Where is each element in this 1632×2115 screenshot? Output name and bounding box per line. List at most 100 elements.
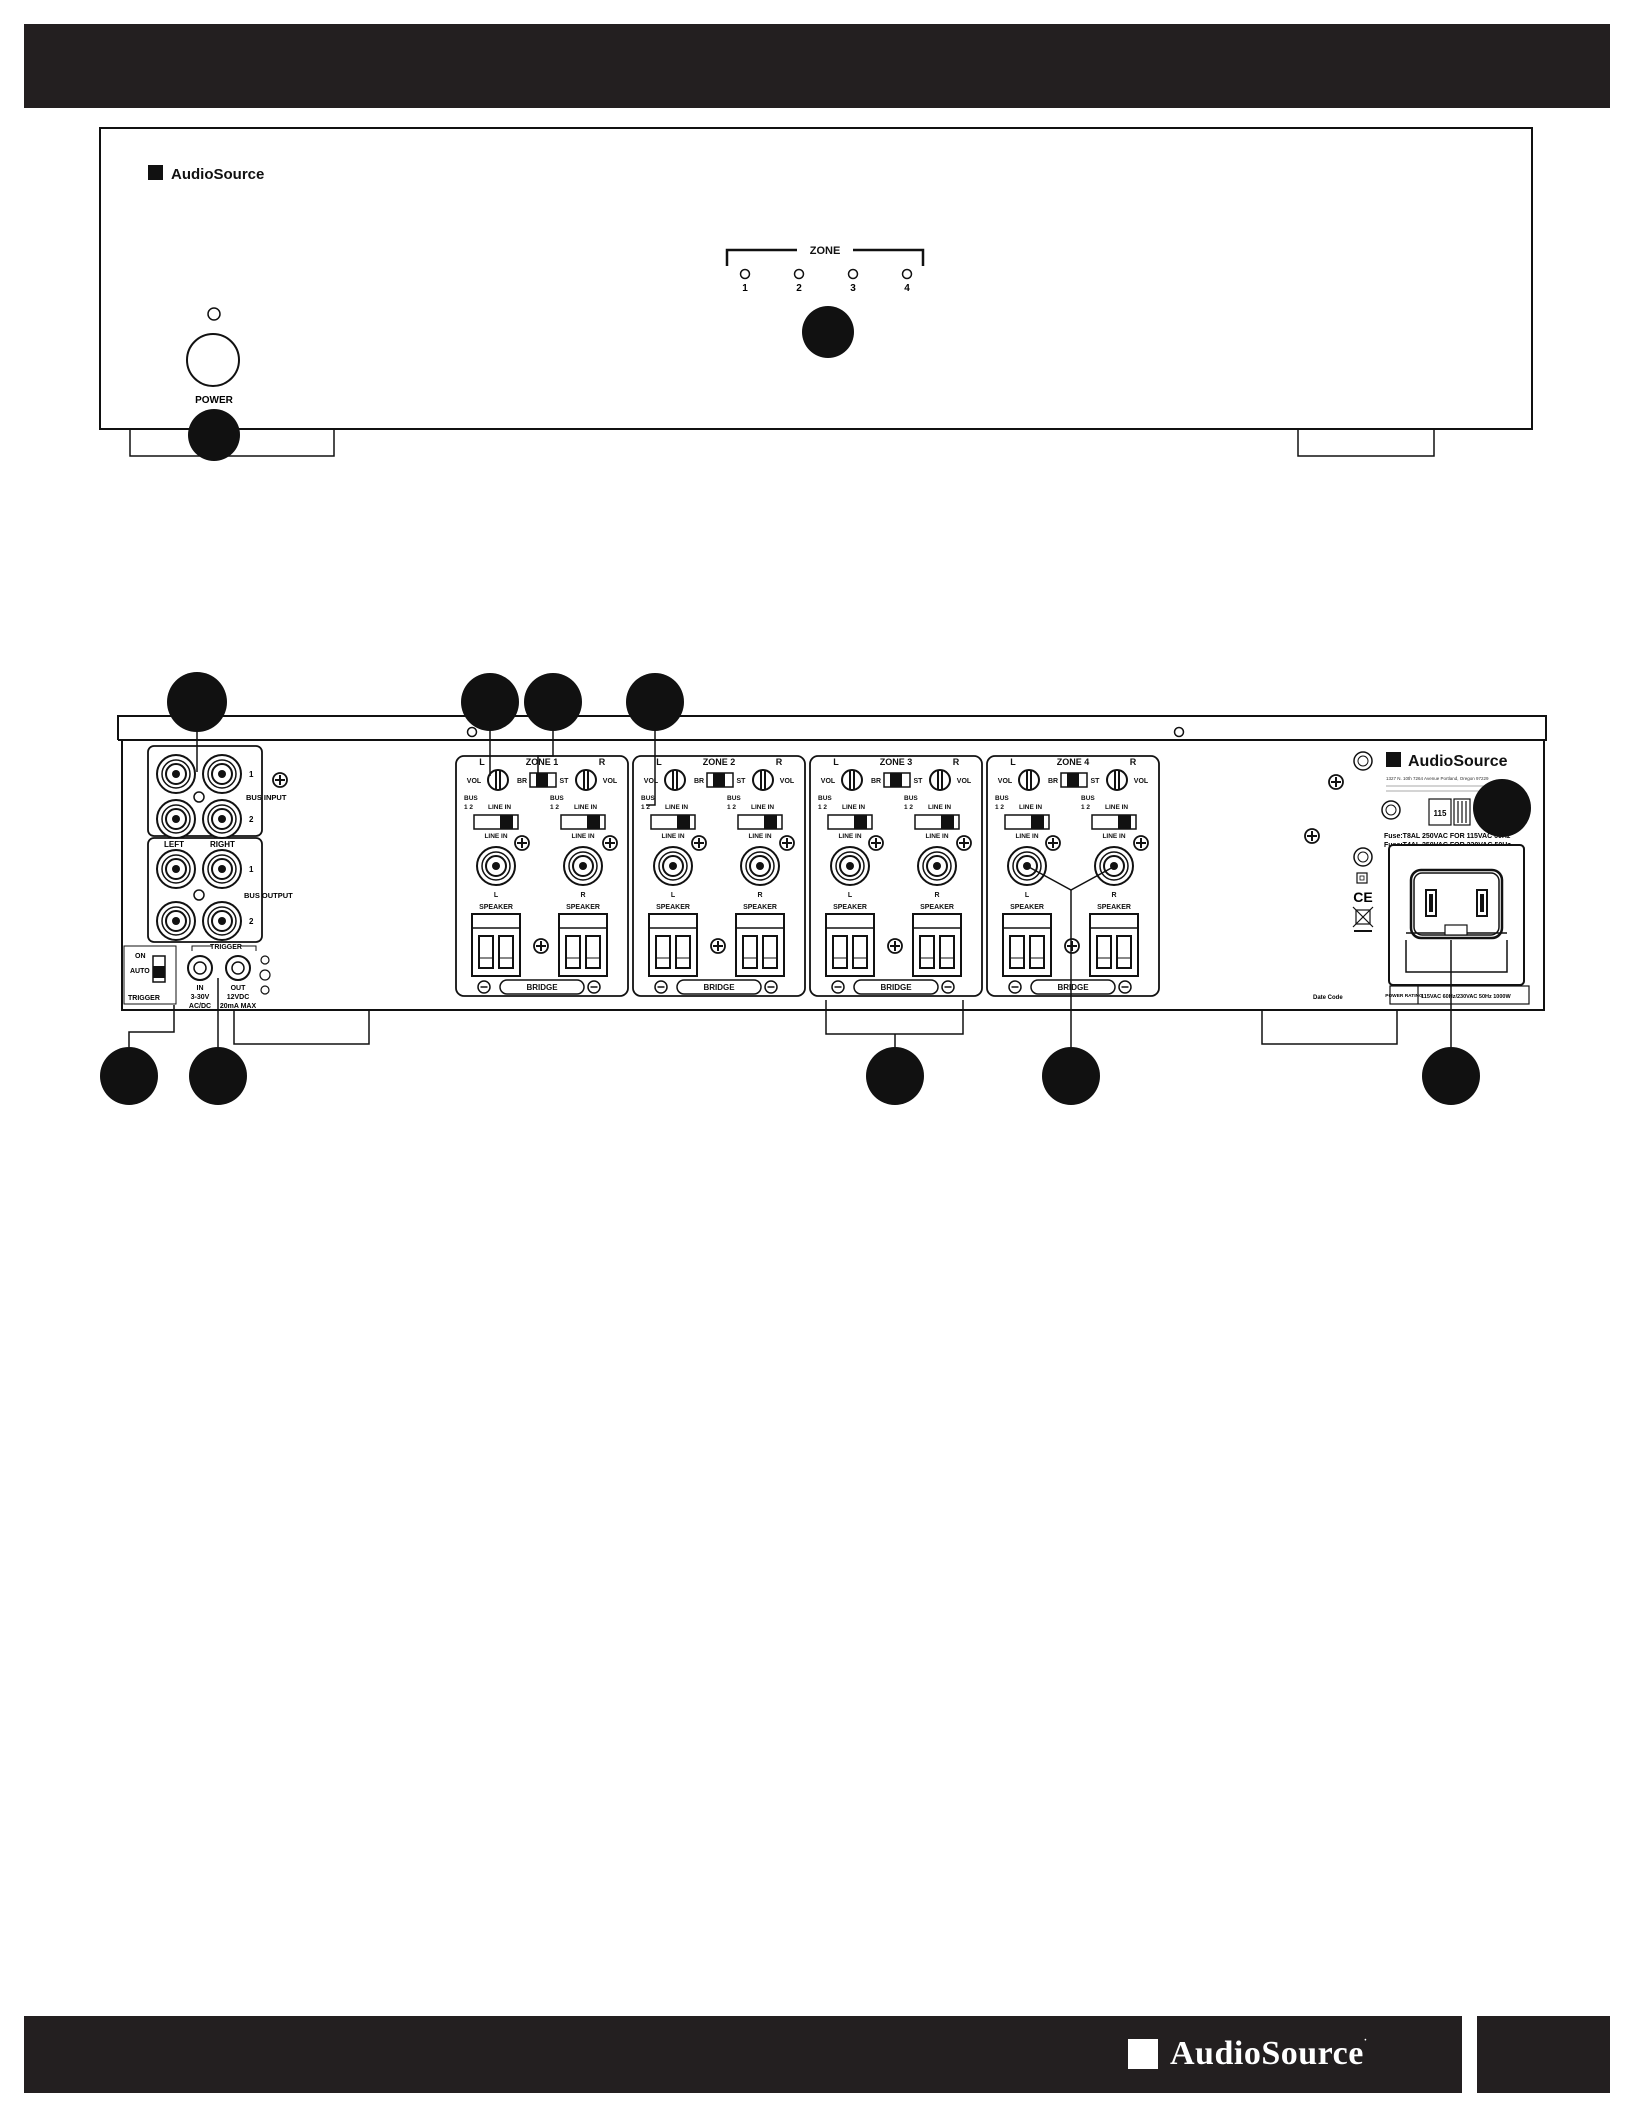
zone-4-module: ZONE 4	[987, 756, 1159, 996]
fuse-rating-115: Fuse:T8AL 250VAC FOR 115VAC 60Hz	[1384, 833, 1511, 840]
zone-indicator-title: ZONE	[810, 245, 841, 257]
zone-3-bus-label: BUS	[904, 795, 918, 802]
zone-3-bus-nums-label: 1 2	[818, 804, 827, 811]
zone-1-line-in-label: LINE IN	[571, 833, 594, 840]
iec-power-inlet[interactable]	[1409, 868, 1504, 940]
date-code-label: Date Code	[1313, 995, 1343, 1001]
bus-output-label: BUS OUTPUT	[244, 891, 293, 900]
zone-4-bus-label: BUS	[1081, 795, 1095, 802]
callout-power	[188, 409, 240, 461]
zone-3-module: ZONE 3	[810, 756, 982, 996]
zone-1-vol-label: VOL	[603, 778, 618, 785]
trigger-in-label: IN	[197, 985, 204, 992]
zone-3-speaker-label: SPEAKER	[920, 904, 954, 911]
zone-2-line-in-label: LINE IN	[665, 804, 688, 811]
zone-1-br-label: BR	[517, 778, 527, 785]
zone-3-label: 3	[850, 283, 856, 294]
zone-4-l-label: L	[1010, 757, 1016, 767]
trigger-in-spec: 3-30V	[191, 994, 210, 1001]
zone-1-line-in-label: LINE IN	[488, 804, 511, 811]
bus-input-2-left-jack[interactable]	[156, 799, 196, 839]
zone-4-vol-label: VOL	[1134, 778, 1149, 785]
zone-2-vol-label: VOL	[780, 778, 795, 785]
callout-zone-leds	[802, 306, 854, 358]
zone-1-module: ZONE 1	[456, 756, 628, 996]
bus-input-1-left-jack[interactable]	[156, 754, 196, 794]
footer-brand-name: AudioSource	[1170, 2035, 1364, 2072]
zone-4-line-in-label: LINE IN	[1105, 804, 1128, 811]
trigger-out-label: OUT	[231, 985, 247, 992]
rear-brand-logo	[1386, 752, 1401, 767]
zone-3-title: ZONE 3	[880, 757, 913, 767]
zone-4-line-in-label: LINE IN	[1102, 833, 1125, 840]
fuse-drawer[interactable]	[1405, 940, 1508, 973]
zone-2-line-in-label: LINE IN	[751, 804, 774, 811]
zone-4-label: 4	[904, 283, 910, 294]
footer-brand: AudioSource·	[1128, 2035, 1368, 2073]
zone-2-speaker-label: SPEAKER	[743, 904, 777, 911]
trigger-on-label: ON	[135, 953, 146, 960]
trigger-out-spec: 12VDC	[227, 994, 250, 1001]
brand-logo-square	[148, 165, 163, 180]
weee-icon	[1352, 906, 1374, 932]
page-number-box	[1477, 2016, 1610, 2093]
zone-2-bus-nums-label: 1 2	[641, 804, 650, 811]
zone-4-line-in-label: LINE IN	[1019, 804, 1042, 811]
zone-3-r-label: R	[953, 757, 960, 767]
zone-3-r-label: R	[934, 892, 939, 899]
zone-4-led	[901, 268, 913, 280]
zone-3-bridge-label: BRIDGE	[880, 983, 912, 992]
zone-3-vol-label: VOL	[821, 778, 836, 785]
bus-output-1-right-jack[interactable]	[202, 849, 242, 889]
power-led	[207, 307, 221, 321]
zone-1-line-in-label: LINE IN	[574, 804, 597, 811]
zone-4-bus-label: BUS	[995, 795, 1009, 802]
callout-markers	[100, 672, 1531, 1105]
zone-1-speaker-label: SPEAKER	[566, 904, 600, 911]
bus-output-1-left-jack[interactable]	[156, 849, 196, 889]
left-channel-label: LEFT	[164, 840, 184, 849]
bus-input-1-right-jack[interactable]	[202, 754, 242, 794]
bus-output-2-right-jack[interactable]	[202, 901, 242, 941]
zone-1-led	[739, 268, 751, 280]
bus-output-1-label: 1	[249, 865, 254, 874]
zone-3-bus-nums-label: 1 2	[904, 804, 913, 811]
rear-brand: AudioSource	[1408, 753, 1508, 770]
zone-2-bridge-label: BRIDGE	[703, 983, 735, 992]
zone-2-l-label: L	[656, 757, 662, 767]
zone-3-bus-label: BUS	[818, 795, 832, 802]
zone-2-speaker-label: SPEAKER	[656, 904, 690, 911]
bus-output-2-label: 2	[249, 917, 254, 926]
zone-3-line-in-label: LINE IN	[838, 833, 861, 840]
zone-3-line-in-label: LINE IN	[928, 804, 951, 811]
zone-2-bus-nums-label: 1 2	[727, 804, 736, 811]
zone-3-st-label: ST	[914, 778, 924, 785]
zone-1-bus-label: BUS	[550, 795, 564, 802]
zone-1-bridge-label: BRIDGE	[526, 983, 558, 992]
zone-1-title: ZONE 1	[526, 757, 559, 767]
zone-3-line-in-label: LINE IN	[842, 804, 865, 811]
zone-4-bus-nums-label: 1 2	[1081, 804, 1090, 811]
zone-2-module: ZONE 2	[633, 756, 805, 996]
bus-input-1-label: 1	[249, 770, 254, 779]
zone-3-br-label: BR	[871, 778, 881, 785]
zone-2-line-in-label: LINE IN	[748, 833, 771, 840]
zone-3-led	[847, 268, 859, 280]
zone-3-l-label: L	[848, 892, 853, 899]
zone-2-r-label: R	[776, 757, 783, 767]
trigger-auto-label: AUTO	[130, 968, 150, 975]
bus-input-label: BUS INPUT	[246, 793, 287, 802]
zone-2-bus-label: BUS	[727, 795, 741, 802]
rear-panel: 1 2 BUS INPUT LEFT RIGHT 1 2 BUS OUTPUT …	[100, 672, 1547, 1105]
bus-output-2-left-jack[interactable]	[156, 901, 196, 941]
bus-input-2-right-jack[interactable]	[202, 799, 242, 839]
zone-2-st-label: ST	[737, 778, 747, 785]
zone-1-bus-nums-label: 1 2	[464, 804, 473, 811]
power-button[interactable]	[186, 333, 240, 387]
zone-1-st-label: ST	[560, 778, 570, 785]
zone-4-st-label: ST	[1091, 778, 1101, 785]
zone-4-r-label: R	[1130, 757, 1137, 767]
header-bar	[24, 24, 1610, 108]
zone-1-l-label: L	[479, 757, 485, 767]
